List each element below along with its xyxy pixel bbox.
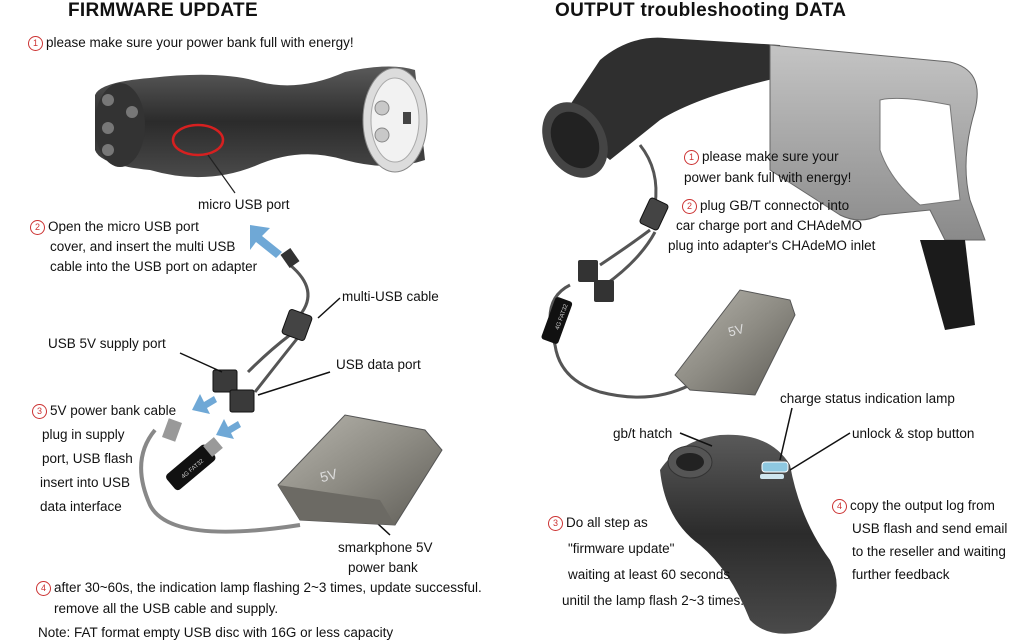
label-multi-usb-cable: multi-USB cable [342,289,439,304]
adapter-closeup [660,434,837,634]
title-firmware-update: FIRMWARE UPDATE [68,0,258,21]
step-number-badge: 1 [28,36,43,51]
label-usb-5v-supply-port: USB 5V supply port [48,336,166,351]
multi-usb-cable [246,263,310,393]
svg-text:5V: 5V [726,321,746,340]
power-bank: 5V [139,414,443,534]
label-power-bank: smarkphone 5V power bank [338,540,433,575]
power-bank-label-5v: 5V [318,465,339,485]
label-unlock-stop-button: unlock & stop button [852,426,975,441]
gbt-charging-gun [542,37,986,330]
note-fat-format: Note: FAT format empty USB disc with 16G… [38,625,394,640]
insert-arrows [192,225,282,439]
power-bank-right: 5V [674,289,796,396]
label-gbt-hatch: gb/t hatch [613,426,673,441]
charge-status-lamp [761,461,789,473]
label-charge-status-lamp: charge status indication lamp [780,391,955,406]
chademo-adapter [95,66,428,178]
label-usb-data-port: USB data port [336,357,421,372]
micro-usb-highlight-circle [171,123,225,157]
usb-flash-drive: 4G FAT32 [166,437,223,491]
label-micro-usb-port: micro USB port [198,197,290,212]
title-output-troubleshooting: OUTPUT troubleshooting DATA [555,0,847,21]
